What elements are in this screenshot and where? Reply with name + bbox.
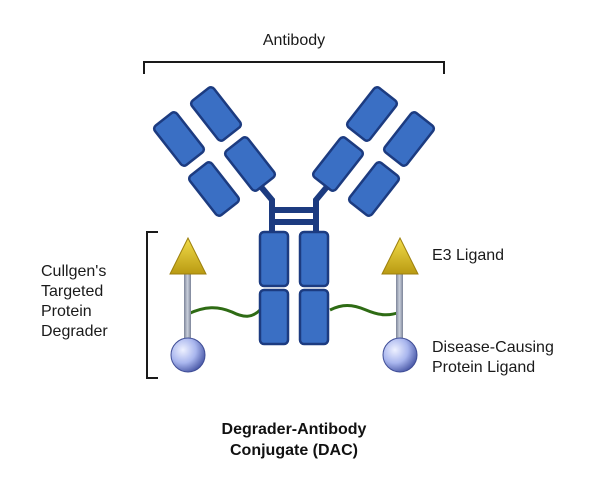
right-linker <box>329 304 401 317</box>
cullgen-label-line-2: Targeted <box>41 283 104 300</box>
right-degrader <box>381 236 419 373</box>
fc-region <box>258 230 330 346</box>
title-line-2: Conjugate (DAC) <box>230 442 358 459</box>
left-heavy-variable-domain <box>152 111 206 167</box>
e3-ligand-label: E3 Ligand <box>432 247 505 264</box>
diagram-title: Degrader-Antibody Conjugate (DAC) <box>0 419 588 461</box>
antibody-label: Antibody <box>262 32 326 49</box>
fc-domain-upper-right <box>298 230 330 288</box>
cullgen-label-line-3: Protein <box>41 303 92 320</box>
right-degrader-stick <box>396 270 403 346</box>
left-protein-ligand-ball <box>170 337 206 373</box>
right-heavy-variable-domain <box>382 111 436 167</box>
right-protein-ligand-ball <box>382 337 418 373</box>
right-light-constant-domain <box>311 136 365 192</box>
cullgen-label-line-4: Degrader <box>41 323 108 340</box>
right-e3-ligand-triangle <box>381 236 419 275</box>
right-fab-arm <box>311 86 436 217</box>
right-heavy-constant-domain <box>347 161 401 217</box>
right-light-variable-domain <box>345 86 399 142</box>
disease-ligand-label: Disease-Causing Protein Ligand <box>432 338 554 378</box>
degrader-bracket <box>146 231 158 379</box>
left-degrader <box>169 236 207 373</box>
fc-domain-lower-left <box>258 288 290 346</box>
disease-label-line-2: Protein Ligand <box>432 359 536 376</box>
left-degrader-stick <box>184 270 191 346</box>
fc-domain-upper-left <box>258 230 290 288</box>
left-heavy-constant-domain <box>187 161 241 217</box>
antibody-bracket <box>143 61 445 74</box>
left-e3-ligand-triangle <box>169 236 207 275</box>
cullgen-label-line-1: Cullgen's <box>41 263 107 280</box>
left-fab-arm <box>152 86 277 217</box>
cullgen-degrader-label: Cullgen's Targeted Protein Degrader <box>41 262 141 342</box>
title-line-1: Degrader-Antibody <box>221 421 367 438</box>
left-linker <box>187 306 262 318</box>
disease-label-line-1: Disease-Causing <box>432 339 554 356</box>
left-light-constant-domain <box>223 136 277 192</box>
fc-domain-lower-right <box>298 288 330 346</box>
left-light-variable-domain <box>189 86 243 142</box>
